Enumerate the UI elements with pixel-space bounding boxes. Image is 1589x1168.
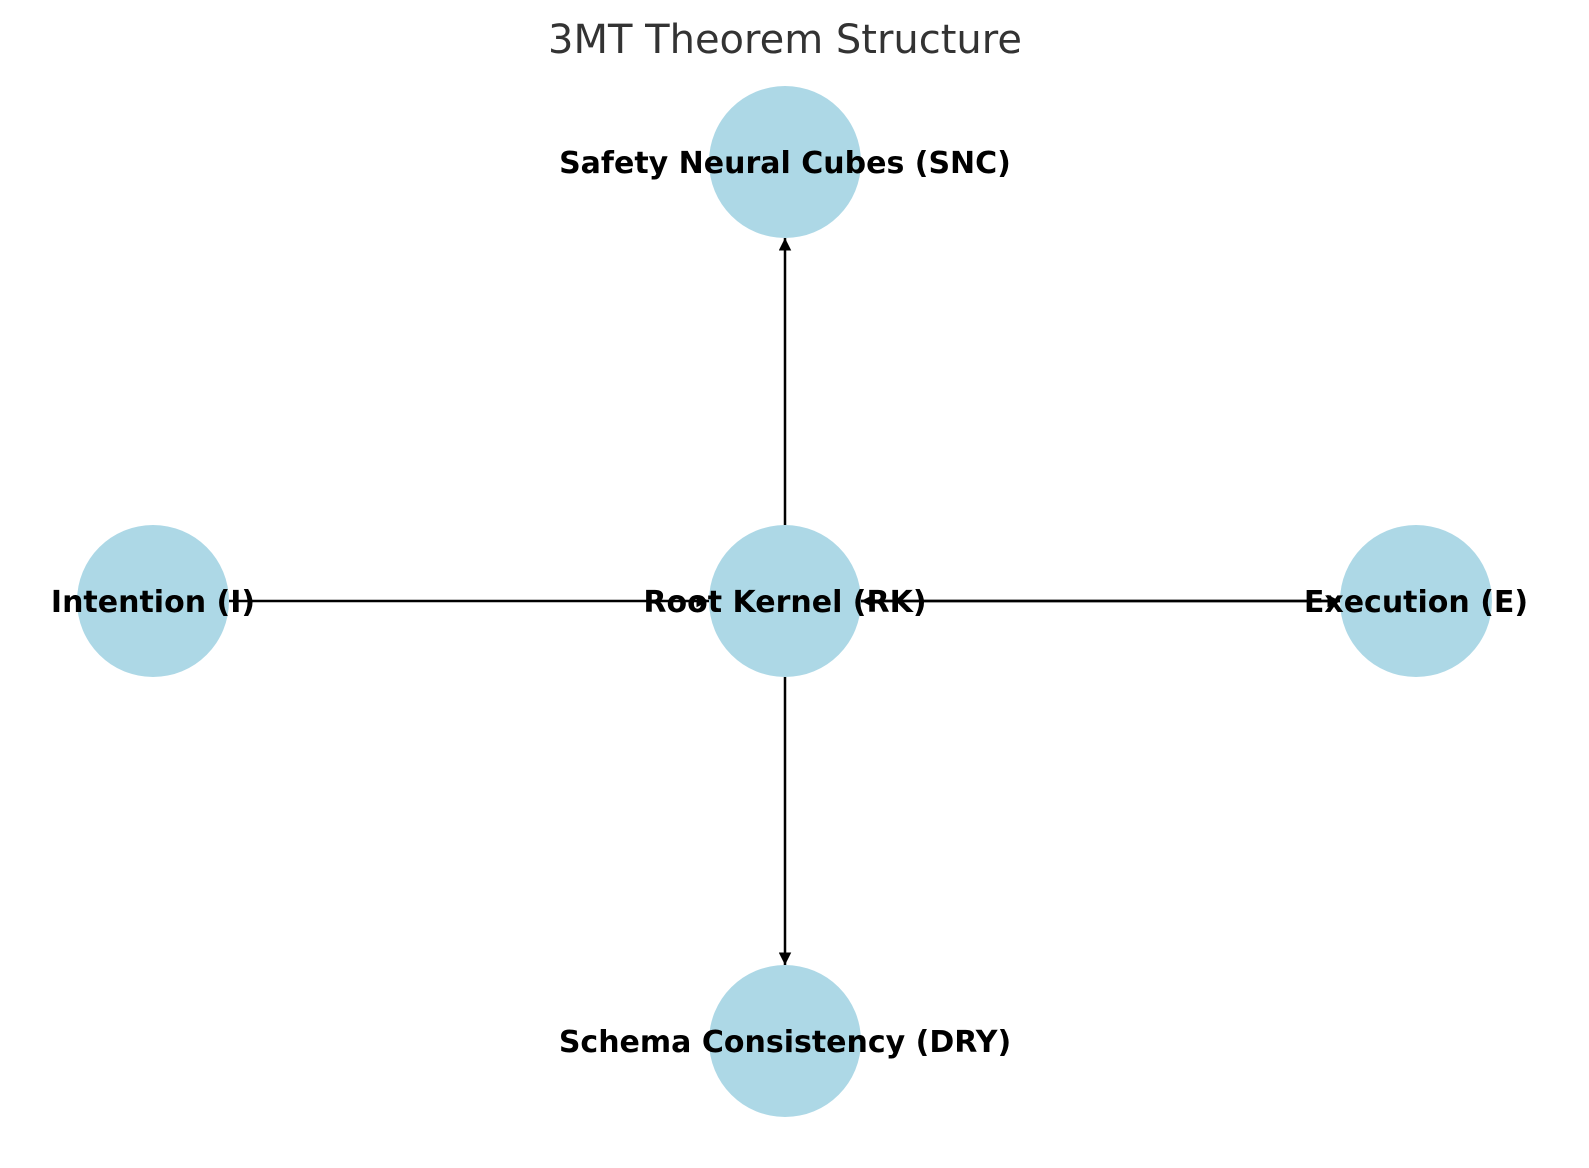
- node-label-i: Intention (I): [51, 585, 255, 620]
- node-rk: [709, 525, 861, 677]
- node-label-dry: Schema Consistency (DRY): [559, 1025, 1011, 1060]
- node-dry: [709, 965, 861, 1117]
- node-snc: [709, 86, 861, 238]
- node-label-snc: Safety Neural Cubes (SNC): [559, 146, 1011, 181]
- node-label-e: Execution (E): [1304, 585, 1528, 620]
- node-e: [1340, 525, 1492, 677]
- node-i: [77, 525, 229, 677]
- diagram-title: 3MT Theorem Structure: [548, 17, 1022, 63]
- node-label-rk: Root Kernel (RK): [643, 585, 926, 620]
